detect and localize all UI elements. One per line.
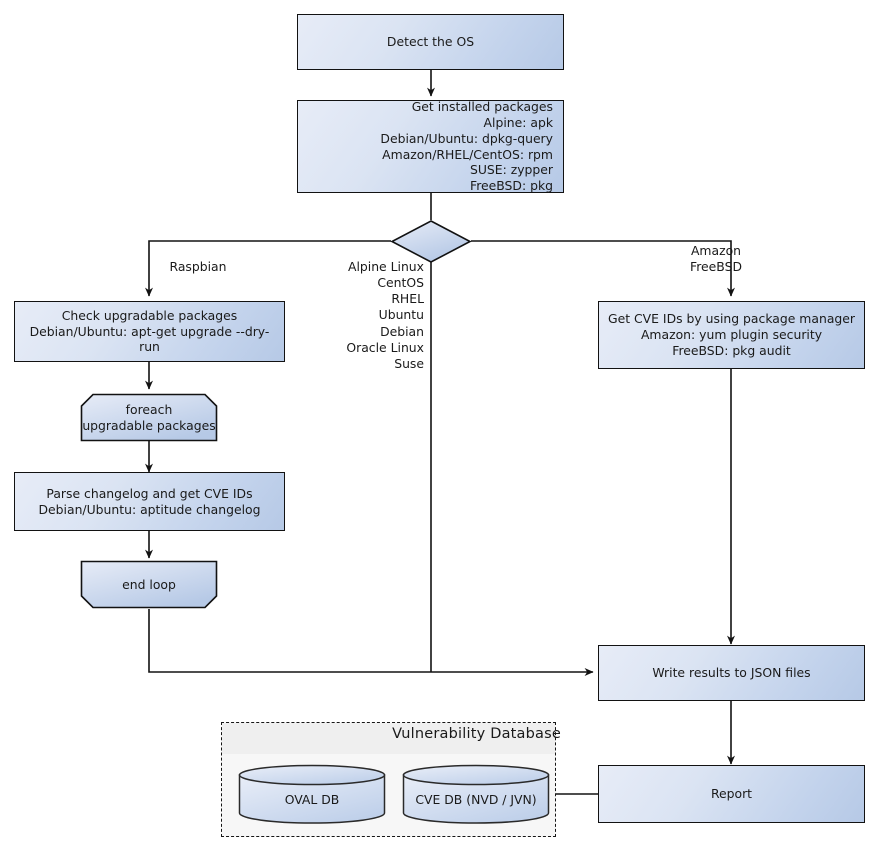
datastore-label: CVE DB (NVD / JVN) (415, 791, 537, 807)
edge-endloop-to-write (148, 609, 594, 676)
node-label: Get CVE IDs by using package manager Ama… (608, 311, 855, 358)
panel-title: Vulnerability Database (392, 726, 561, 742)
node-label: Get installed packages Alpine: apk Debia… (380, 98, 553, 194)
node-label: Parse changelog and get CVE IDs Debian/U… (38, 485, 261, 517)
datastore-oval-db[interactable]: OVAL DB (238, 764, 386, 824)
node-detect-the-os[interactable]: Detect the OS (297, 14, 564, 70)
node-foreach-loop-start[interactable]: foreach upgradable packages (80, 393, 218, 442)
vulnerability-database-panel: Vulnerability Database OVAL DB (221, 722, 561, 837)
node-get-cve-ids[interactable]: Get CVE IDs by using package manager Ama… (598, 301, 865, 369)
loop-start-shape (80, 393, 218, 442)
node-label: Write results to JSON files (652, 665, 811, 681)
cylinder-shape (238, 764, 386, 824)
node-label: end loop (122, 576, 176, 592)
branch-label-left: Raspbian (169, 259, 227, 274)
node-report[interactable]: Report (598, 765, 865, 823)
node-end-loop[interactable]: end loop (80, 560, 218, 609)
node-get-installed-packages[interactable]: Get installed packages Alpine: apk Debia… (297, 98, 564, 194)
node-os-decision[interactable] (389, 219, 473, 264)
panel-header-band (222, 723, 555, 754)
node-label: Report (710, 786, 753, 802)
branch-label-right: Amazon FreeBSD (690, 243, 742, 275)
diamond-shape (390, 220, 472, 263)
datastore-cve-db[interactable]: CVE DB (NVD / JVN) (402, 764, 550, 824)
node-label: foreach upgradable packages (82, 401, 216, 433)
node-check-upgradable-packages[interactable]: Check upgradable packages Debian/Ubuntu:… (14, 301, 285, 362)
cylinder-shape (402, 764, 550, 824)
node-parse-changelog[interactable]: Parse changelog and get CVE IDs Debian/U… (14, 472, 285, 531)
datastore-label: OVAL DB (284, 791, 340, 807)
node-write-results-json[interactable]: Write results to JSON files (598, 645, 865, 701)
branch-label-middle: Alpine Linux CentOS RHEL Ubuntu Debian O… (346, 259, 424, 371)
loop-end-shape (80, 560, 218, 609)
node-label: Detect the OS (386, 34, 475, 50)
node-label: Check upgradable packages Debian/Ubuntu:… (29, 307, 270, 355)
